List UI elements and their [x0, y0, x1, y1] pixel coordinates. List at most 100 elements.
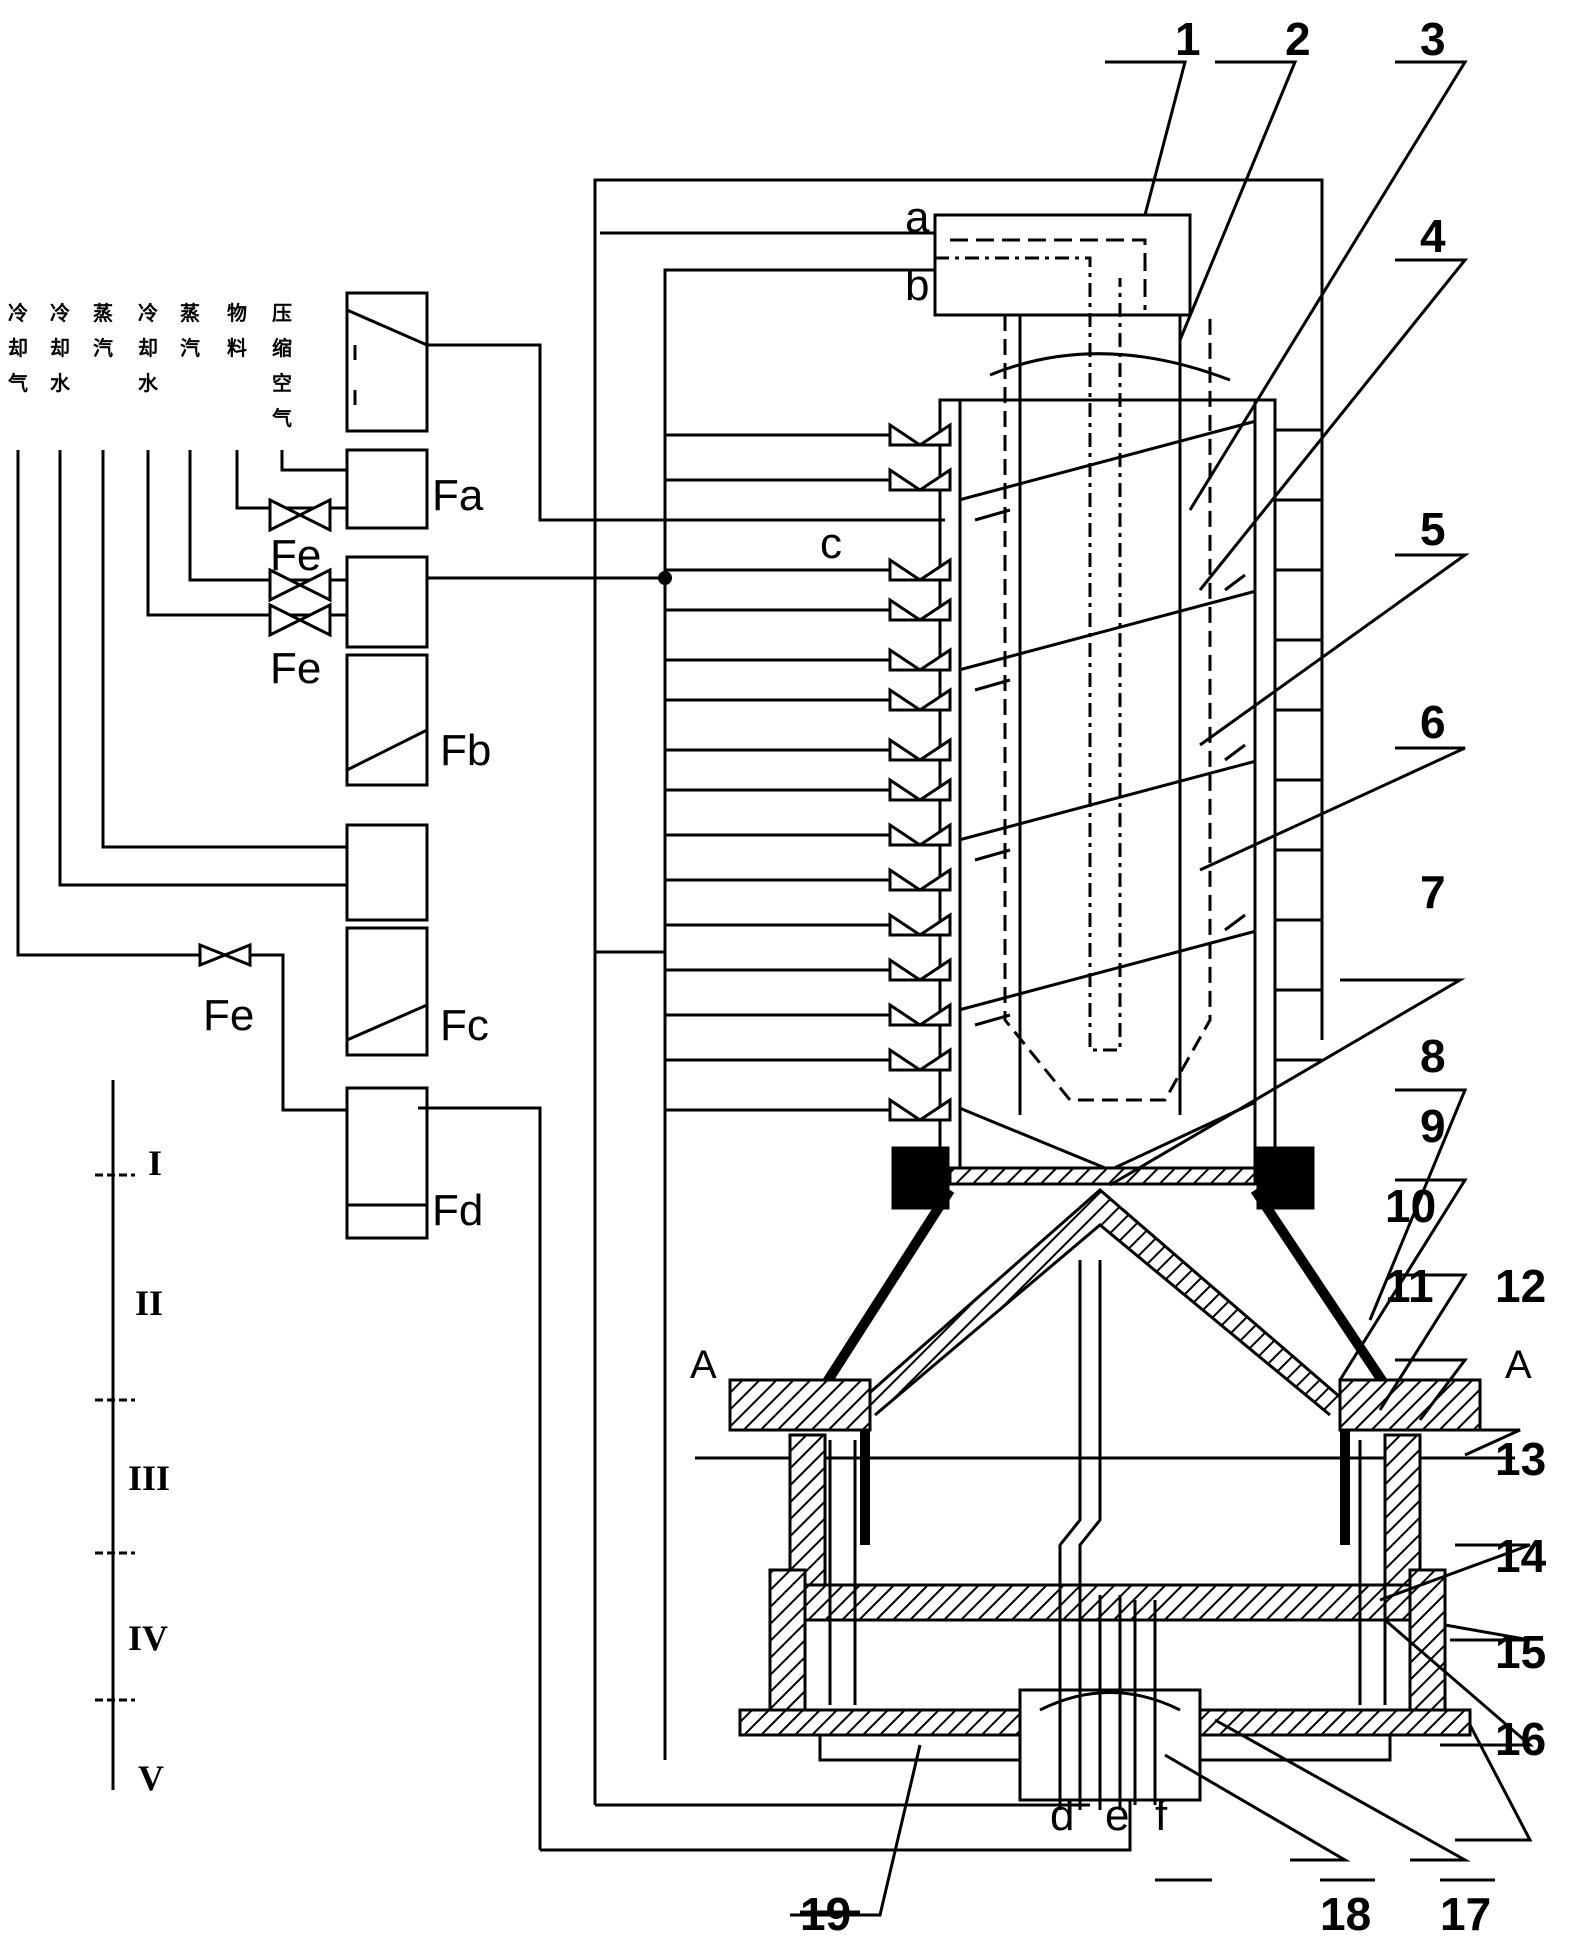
valve-label-fc: Fc: [440, 1001, 489, 1050]
valve-box-fd: [345, 1086, 429, 1240]
fa-symbol: [346, 308, 428, 405]
media-cooling-gas-3: 气: [7, 371, 28, 395]
section-mark-right: A: [1505, 1343, 1532, 1387]
pipe-f: [1133, 1600, 1157, 1805]
valve-icon: [888, 422, 952, 447]
zone-label-2: II: [135, 1283, 163, 1323]
valve-label-fe-3: Fe: [203, 991, 254, 1040]
housing-1: [933, 213, 1192, 317]
part-label-2: 2: [1285, 13, 1311, 65]
valve-icon: [888, 912, 952, 937]
part-label-17: 17: [1440, 1888, 1491, 1936]
line-compressed-air: [280, 450, 347, 472]
flange-12-left: [728, 1378, 872, 1432]
inner-pipe-1: [950, 238, 1147, 310]
line-fd: [418, 1106, 542, 1850]
valve-label-fb: Fb: [440, 726, 491, 775]
zone-label-3: III: [128, 1458, 170, 1498]
part-label-15: 15: [1495, 1626, 1546, 1678]
part-label-3: 3: [1420, 13, 1446, 65]
flange-left: [891, 1146, 950, 1210]
part-underlines: [800, 1878, 1495, 1914]
part-label-19: 19: [800, 1888, 851, 1936]
valve-box-fc-top: [345, 823, 429, 922]
support-rods: [828, 1440, 1387, 1705]
rotary-joint: [1018, 1688, 1202, 1802]
part-label-5: 5: [1420, 503, 1446, 555]
zone-label-1: I: [148, 1143, 162, 1183]
part-label-7: 7: [1420, 866, 1446, 918]
media-cooling-water-b3: 水: [138, 371, 159, 395]
zone-label-4: IV: [128, 1618, 168, 1658]
section-mark-left: A: [690, 1343, 717, 1387]
roof-legs: [860, 1420, 1350, 1545]
part-label-11: 11: [1385, 1260, 1434, 1312]
valve-icon: [888, 737, 952, 762]
port-label-f: f: [1155, 1791, 1168, 1840]
outer-frame-line: [593, 178, 1324, 1805]
valve-icon: [888, 1002, 952, 1027]
media-compressed-air-2: 缩: [272, 336, 292, 360]
valve-box-fb-top: [345, 555, 429, 649]
media-compressed-air-4: 气: [271, 406, 292, 430]
rotation-arrow: [989, 352, 1231, 382]
valve-icon: [888, 1047, 952, 1072]
pipe-d: [1058, 1260, 1102, 1810]
helix-ticks: [974, 508, 1246, 1027]
valve-fe-icon: [268, 602, 332, 638]
leader-lines: [790, 60, 1535, 1917]
part-label-18: 18: [1320, 1888, 1371, 1936]
media-cooling-water-a3: 水: [50, 371, 71, 395]
distributor-plate: [948, 1166, 1257, 1186]
valve-fe-icon: [268, 497, 332, 533]
line-b: [663, 268, 935, 1760]
flange-12-right: [1338, 1378, 1482, 1432]
heating-tube: [1003, 315, 1212, 1102]
cone-walls: [820, 1187, 1390, 1388]
manifold-valves: [198, 422, 952, 1122]
valve-box-fa-top: [345, 291, 429, 433]
media-cooling-gas-1: 冷: [8, 301, 28, 325]
inner-pipe-2: [935, 256, 1122, 1052]
valve-label-fd: Fd: [432, 1186, 483, 1235]
valve-label-fe-1: Fe: [270, 531, 321, 580]
port-label-e: e: [1105, 1791, 1129, 1840]
part-label-8: 8: [1420, 1030, 1446, 1082]
valve-fe-icon: [268, 567, 332, 603]
line-steam-1: [101, 450, 347, 849]
part-label-13: 13: [1495, 1433, 1546, 1485]
valve-icon: [888, 777, 952, 802]
valve-icon: [888, 597, 952, 622]
valve-icon: [888, 957, 952, 982]
joint-arrow: [1039, 1691, 1181, 1712]
zone-dividers: [95, 1173, 135, 1702]
port-label-b: b: [905, 261, 929, 310]
manifold-pipes: [665, 433, 890, 1112]
wall-14-left: [768, 1568, 807, 1712]
part-label-10: 10: [1385, 1180, 1436, 1232]
valve-icon: [888, 687, 952, 712]
wall-14-right: [1408, 1568, 1447, 1712]
zone-label-5: V: [138, 1758, 164, 1798]
helix-lines: [939, 418, 1261, 1017]
plate-13: [788, 1583, 1427, 1622]
media-cooling-water-b2: 却: [138, 336, 158, 360]
wall-left: [788, 1433, 827, 1587]
column-bottom: [939, 1098, 1261, 1172]
line-f-return: [540, 1800, 1132, 1852]
media-material-2: 料: [227, 336, 247, 360]
valve-icon: [888, 647, 952, 672]
media-cooling-gas-2: 却: [8, 336, 28, 360]
right-jacket-cells: [1275, 428, 1322, 1062]
valve-icon: [888, 467, 952, 492]
media-compressed-air-1: 压: [272, 301, 292, 325]
media-compressed-air-3: 空: [272, 371, 292, 395]
line-steam-2: [188, 450, 347, 582]
flange-right: [1256, 1146, 1315, 1210]
fb-symbol: [346, 728, 428, 772]
port-label-a: a: [905, 193, 930, 242]
part-label-4: 4: [1420, 210, 1446, 262]
port-label-d: d: [1050, 1791, 1074, 1840]
